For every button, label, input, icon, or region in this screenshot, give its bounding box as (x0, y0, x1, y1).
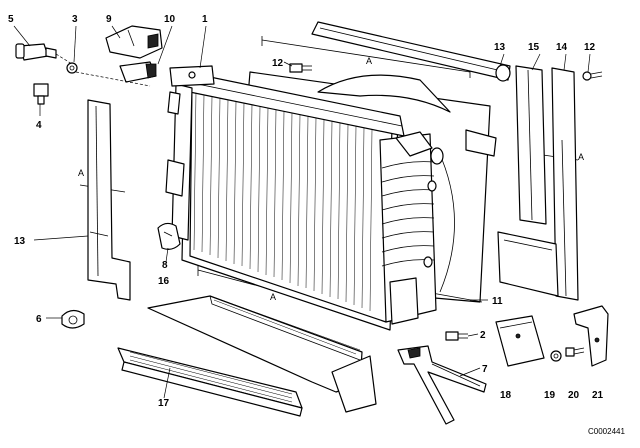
callout-20: 19 (544, 390, 556, 401)
callout-8: 8 (162, 260, 168, 271)
right-side-tank (379, 131, 444, 325)
callout-2: 2 (480, 330, 486, 341)
callout-9: 9 (106, 14, 112, 25)
callout-15: 14 (556, 42, 568, 53)
callout-labels: 5 3 9 10 1 12 13 15 14 12 4 13 8 16 6 11… (8, 14, 604, 409)
part-2-bolt (445, 331, 468, 341)
guide-stripes (213, 297, 361, 355)
part-22-holder (573, 305, 609, 367)
dimension-label: A (366, 56, 372, 66)
part-16-right-air-duct (515, 65, 547, 225)
part-18-lower-air-duct (117, 347, 303, 417)
callout-7: 7 (482, 364, 488, 375)
part-14-left-air-duct (87, 99, 131, 301)
part-6-clamp (61, 309, 85, 329)
callout-3: 3 (72, 14, 78, 25)
part-4-plug (33, 83, 49, 105)
part-13-upper-seal-strip (311, 21, 511, 82)
part-20-washer (550, 350, 562, 362)
part-8-rubber-buffer (157, 222, 181, 250)
callout-5: 5 (8, 14, 14, 25)
part-9-bracket-clip (105, 25, 163, 59)
leader-lines (13, 25, 591, 399)
part-12-bolt-right (582, 71, 603, 81)
callout-13: 13 (494, 42, 506, 53)
part-12-bolt-upper (289, 63, 312, 73)
callout-6: 6 (36, 314, 42, 325)
callout-21: 20 (568, 390, 580, 401)
callout-1: 1 (202, 14, 208, 25)
part-19-control-unit (495, 315, 545, 367)
part-10-rubber-mount (119, 61, 157, 83)
part-17-air-guide (147, 295, 377, 413)
callout-19: 18 (500, 390, 512, 401)
radiator-core-fins (193, 91, 373, 312)
left-tank (165, 83, 193, 241)
part-15-right-side-panel (497, 67, 579, 301)
callout-16: 15 (528, 42, 540, 53)
part-3-sealing-ring (66, 62, 78, 74)
callout-12-upper: 12 (272, 58, 284, 69)
callout-22: 21 (592, 390, 604, 401)
callout-18: 17 (158, 398, 170, 409)
callout-10: 10 (164, 14, 176, 25)
part-7-support-bracket (397, 345, 487, 425)
part-5-temperature-switch (15, 43, 57, 61)
part-21-screw (565, 347, 585, 357)
callout-11: 11 (492, 296, 503, 307)
mounting-bracket-top-left (169, 65, 215, 87)
callout-12-right: 12 (584, 42, 596, 53)
callout-17: 16 (158, 276, 170, 287)
duct-texture (129, 351, 293, 403)
callout-14: 13 (14, 236, 26, 247)
drawing-code: C0002441 (588, 427, 625, 436)
dimension-label: A (270, 292, 276, 302)
dimension-label: A (578, 152, 584, 162)
callout-4: 4 (36, 120, 42, 131)
part-1-radiator (165, 65, 405, 331)
dimension-label: A (78, 168, 84, 178)
